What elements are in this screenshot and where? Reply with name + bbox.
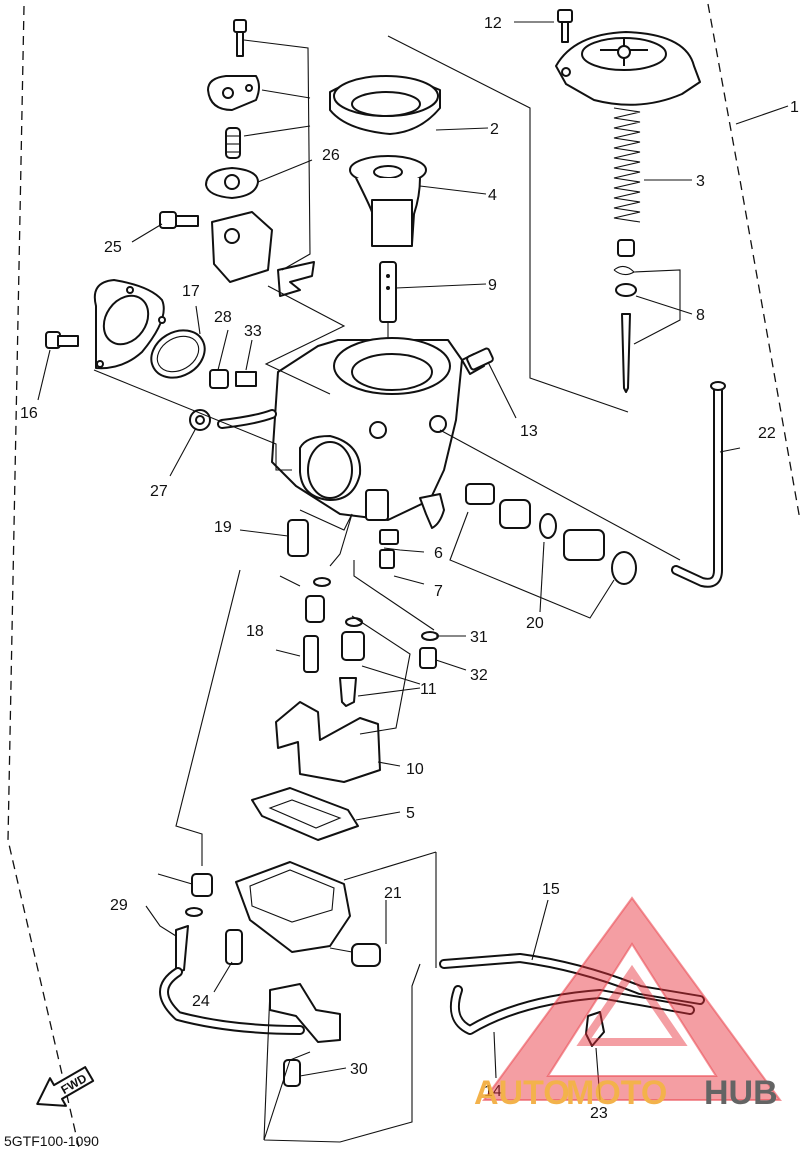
float-bowl <box>225 861 381 1087</box>
tube-22 <box>671 381 726 588</box>
callout-20: 20 <box>526 615 544 632</box>
callout-18: 18 <box>246 623 264 640</box>
callout-8: 8 <box>696 307 705 324</box>
callout-1: 1 <box>790 99 799 116</box>
callout-31: 31 <box>470 629 488 646</box>
callout-32: 32 <box>470 667 488 684</box>
jets-6-7 <box>379 529 399 569</box>
watermark-hub: HUB <box>704 1074 778 1112</box>
o-ring-17 <box>150 329 206 379</box>
parts-28-33 <box>209 369 257 389</box>
gasket-5 <box>251 787 359 841</box>
piston-valve <box>349 155 427 247</box>
drain-hose <box>159 873 305 1035</box>
callout-7: 7 <box>434 583 443 600</box>
callout-15: 15 <box>542 881 560 898</box>
callout-10: 10 <box>406 761 424 778</box>
float-10 <box>275 701 381 783</box>
watermark-auto: AUTO <box>474 1074 570 1112</box>
diaphragm-cover <box>329 75 441 135</box>
callouts: 1 2 3 4 5 6 7 8 9 10 11 12 13 14 15 16 1… <box>20 15 799 1122</box>
top-cover <box>555 9 701 106</box>
callout-17: 17 <box>182 283 200 300</box>
fwd-arrow-icon: FWD <box>36 1066 95 1107</box>
callout-29: 29 <box>110 897 128 914</box>
callout-14: 14 <box>484 1083 502 1100</box>
callout-11: 11 <box>420 681 437 698</box>
callout-26: 26 <box>322 147 340 164</box>
screw-25 <box>159 211 199 229</box>
callout-28: 28 <box>214 309 232 326</box>
callout-2: 2 <box>490 121 499 138</box>
carburetor-body <box>217 337 494 529</box>
callout-24: 24 <box>192 993 210 1010</box>
parts-18-19 <box>287 519 331 673</box>
callout-22: 22 <box>758 425 776 442</box>
callout-13: 13 <box>520 423 538 440</box>
watermark-moto: MOTO <box>566 1074 667 1112</box>
callout-12: 12 <box>484 15 502 32</box>
diagram-code: 5GTF100-1090 <box>4 1133 99 1149</box>
callout-27: 27 <box>150 483 168 500</box>
callout-9: 9 <box>488 277 497 294</box>
spring-3 <box>613 107 641 223</box>
callout-4: 4 <box>488 187 497 204</box>
watermark-triangle-icon <box>482 896 782 1101</box>
starter-plunger-group <box>205 19 315 297</box>
manifold-gasket <box>93 279 166 370</box>
callout-3: 3 <box>696 173 705 190</box>
callout-23: 23 <box>590 1105 608 1122</box>
pilot-screw-set <box>465 483 637 585</box>
jet-needle-set <box>613 239 637 393</box>
callout-30: 30 <box>350 1061 368 1078</box>
callout-5: 5 <box>406 805 415 822</box>
needle-valve-set <box>339 617 439 707</box>
automotohub-watermark: AUTO MOTO HUB <box>474 896 782 1112</box>
callout-19: 19 <box>214 519 232 536</box>
callout-25: 25 <box>104 239 122 256</box>
bolt-16 <box>45 331 79 349</box>
callout-16: 16 <box>20 405 38 422</box>
assembly-boundary <box>7 3 800 1152</box>
callout-6: 6 <box>434 545 443 562</box>
callout-33: 33 <box>244 323 262 340</box>
callout-21: 21 <box>384 885 402 902</box>
